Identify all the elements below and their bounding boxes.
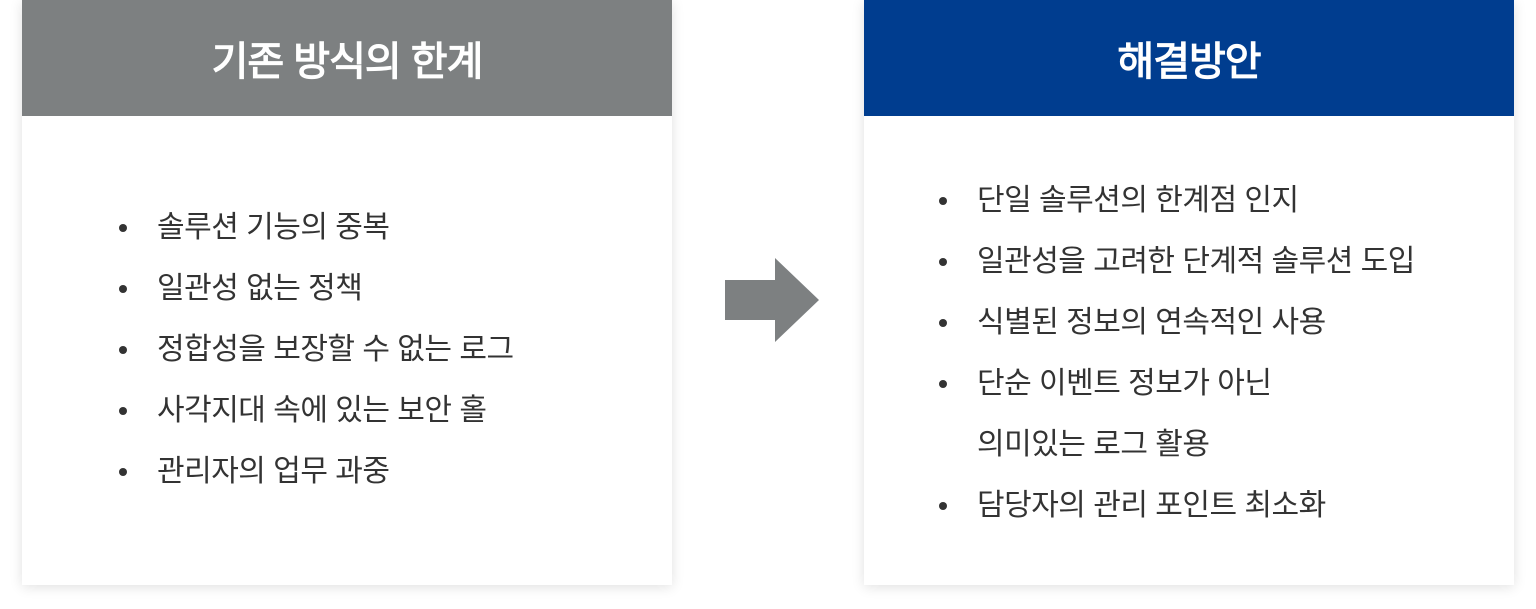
panel-title: 기존 방식의 한계 xyxy=(22,0,672,116)
item-text: 일관성 없는 정책 xyxy=(157,272,363,305)
bullet-icon xyxy=(939,380,947,388)
item-text-line: 의미있는 로그 활용 xyxy=(977,428,1210,461)
bullet-icon xyxy=(119,285,127,293)
existing-limitations-panel: 기존 방식의 한계 솔루션 기능의 중복 일관성 없는 정책 정합성을 보장할 … xyxy=(22,0,672,585)
bullet-icon xyxy=(119,468,127,476)
list-item: 사각지대 속에 있는 보안 홀 xyxy=(117,380,514,441)
list-item: 솔루션 기능의 중복 xyxy=(117,197,514,258)
item-text: 솔루션 기능의 중복 xyxy=(157,211,390,244)
list-item: 정합성을 보장할 수 없는 로그 xyxy=(117,319,514,380)
item-text: 관리자의 업무 과중 xyxy=(157,455,390,488)
item-text: 정합성을 보장할 수 없는 로그 xyxy=(157,333,514,366)
panel-title: 해결방안 xyxy=(864,0,1514,116)
bullet-icon xyxy=(939,319,947,327)
bullet-icon xyxy=(119,346,127,354)
limitations-list: 솔루션 기능의 중복 일관성 없는 정책 정합성을 보장할 수 없는 로그 사각… xyxy=(117,197,514,502)
bullet-icon xyxy=(119,224,127,232)
item-text: 일관성을 고려한 단계적 솔루션 도입 xyxy=(977,245,1415,278)
bullet-icon xyxy=(939,502,947,510)
solutions-panel: 해결방안 단일 솔루션의 한계점 인지 일관성을 고려한 단계적 솔루션 도입 … xyxy=(864,0,1514,585)
item-text: 사각지대 속에 있는 보안 홀 xyxy=(157,394,487,427)
arrow-right-icon xyxy=(725,258,819,347)
bullet-icon xyxy=(939,258,947,266)
list-item: 관리자의 업무 과중 xyxy=(117,441,514,502)
item-text: 담당자의 관리 포인트 최소화 xyxy=(977,489,1326,522)
list-item: 담당자의 관리 포인트 최소화 xyxy=(937,475,1415,536)
list-item: 식별된 정보의 연속적인 사용 xyxy=(937,292,1415,353)
bullet-icon xyxy=(939,197,947,205)
list-item: 일관성을 고려한 단계적 솔루션 도입 xyxy=(937,231,1415,292)
item-text: 식별된 정보의 연속적인 사용 xyxy=(977,306,1326,339)
list-item: 일관성 없는 정책 xyxy=(117,258,514,319)
list-item: 단일 솔루션의 한계점 인지 xyxy=(937,170,1415,231)
item-text: 단일 솔루션의 한계점 인지 xyxy=(977,184,1299,217)
item-text-line: 단순 이벤트 정보가 아닌 xyxy=(977,367,1272,400)
solutions-list: 단일 솔루션의 한계점 인지 일관성을 고려한 단계적 솔루션 도입 식별된 정… xyxy=(937,170,1415,536)
bullet-icon xyxy=(119,407,127,415)
